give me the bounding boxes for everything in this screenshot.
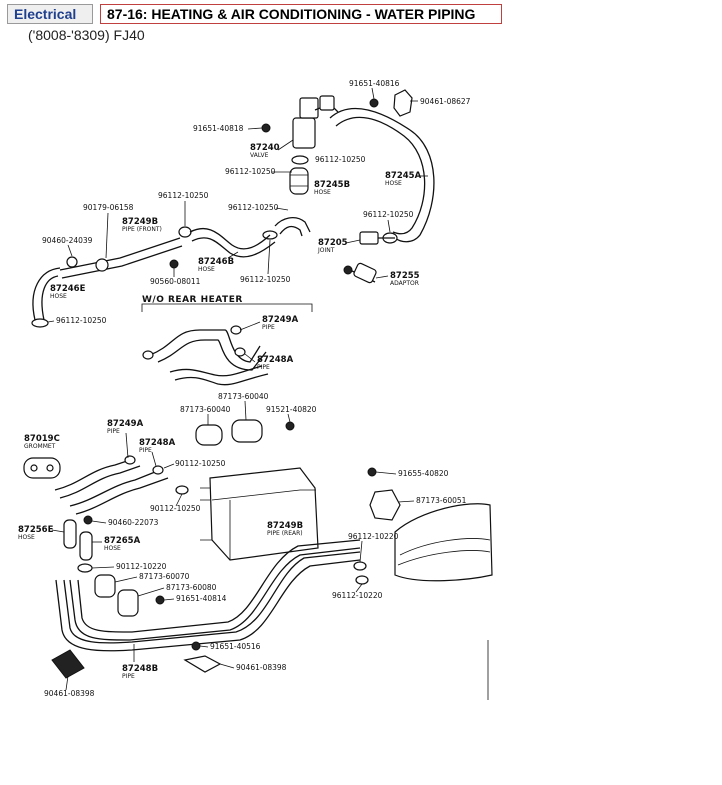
label-87248A-norear-desc: PIPE [257, 364, 270, 371]
label-90112-10250-a: 90112-10250 [175, 459, 226, 468]
label-87248A-rear-desc: PIPE [139, 447, 152, 454]
label-91651-40818: 91651-40818 [193, 124, 244, 133]
label-87019C: 87019C [24, 434, 60, 444]
tab-heating-water-piping[interactable]: 87-16: HEATING & AIR CONDITIONING - WATE… [100, 4, 502, 24]
label-87249B-rear-desc: PIPE (REAR) [267, 530, 303, 537]
label-87245A: 87245A [385, 171, 422, 181]
label-87249A-norear: 87249A [262, 315, 299, 325]
label-96112-10250-d: 96112-10250 [228, 203, 279, 212]
label-87249A-norear-desc: PIPE [262, 324, 275, 331]
label-87248A-norear: 87248A [257, 355, 294, 365]
label-96112-10250-a: 96112-10250 [315, 155, 366, 164]
tab-bar: Electrical 87-16: HEATING & AIR CONDITIO… [0, 0, 722, 26]
model-range-subtitle: ('8008-'8309) FJ40 [28, 27, 145, 43]
front-hose-assembly [31, 89, 435, 328]
label-96112-10220-a: 96112-10220 [348, 532, 399, 541]
label-91651-40814: 91651-40814 [176, 594, 227, 603]
label-87245B: 87245B [314, 180, 350, 190]
label-90112-10220: 90112-10220 [116, 562, 167, 571]
label-87255-desc: ADAPTOR [390, 280, 419, 287]
label-96112-10250-g: 96112-10250 [56, 316, 107, 325]
label-87245A-desc: HOSE [385, 180, 402, 187]
label-87245B-desc: HOSE [314, 189, 331, 196]
label-90460-22073: 90460-22073 [108, 518, 159, 527]
label-87249B-front: 87249B [122, 217, 158, 227]
label-87173-60040-b: 87173-60040 [180, 405, 231, 414]
label-90179-06158: 90179-06158 [83, 203, 134, 212]
label-96112-10250-e: 96112-10250 [363, 210, 414, 219]
label-87248B-desc: PIPE [122, 673, 135, 680]
label-87255: 87255 [390, 271, 420, 281]
label-87246E: 87246E [50, 284, 86, 294]
label-91655-40820: 91655-40820 [398, 469, 449, 478]
label-87249A-rear-desc: PIPE [107, 428, 120, 435]
label-87256E: 87256E [18, 525, 54, 535]
label-90461-08398-left: 90461-08398 [44, 689, 95, 698]
label-87248A-rear: 87248A [139, 438, 176, 448]
label-87265A: 87265A [104, 536, 141, 546]
label-90112-10250-b: 90112-10250 [150, 504, 201, 513]
tab-electrical[interactable]: Electrical [7, 4, 93, 24]
label-96112-10250-f: 96112-10250 [240, 275, 291, 284]
label-87246B-desc: HOSE [198, 266, 215, 273]
label-91651-40816: 91651-40816 [349, 79, 400, 88]
label-91521-40820: 91521-40820 [266, 405, 317, 414]
label-91651-40516: 91651-40516 [210, 642, 261, 651]
section-header-without-rear-heater: W/O REAR HEATER [142, 295, 243, 305]
label-87240: 87240 [250, 143, 280, 153]
label-87173-60070: 87173-60070 [139, 572, 190, 581]
label-87019C-desc: GROMMET [24, 443, 56, 450]
label-87246E-desc: HOSE [50, 293, 67, 300]
label-90461-08398-right: 90461-08398 [236, 663, 287, 672]
label-90461-08627: 90461-08627 [420, 97, 471, 106]
label-87240-desc: VALVE [250, 152, 269, 159]
label-87249B-rear: 87249B [267, 521, 303, 531]
label-87173-60080: 87173-60080 [166, 583, 217, 592]
label-87248B: 87248B [122, 664, 158, 674]
label-87173-60040-a: 87173-60040 [218, 392, 269, 401]
label-87205-desc: JOINT [317, 247, 335, 254]
label-87173-60051: 87173-60051 [416, 496, 467, 505]
label-87249A-rear: 87249A [107, 419, 144, 429]
label-96112-10220-b: 96112-10220 [332, 591, 383, 600]
label-90460-24039: 90460-24039 [42, 236, 93, 245]
rear-heater-assembly [23, 419, 493, 700]
label-87256E-desc: HOSE [18, 534, 35, 541]
label-87246B: 87246B [198, 257, 234, 267]
label-87205: 87205 [318, 238, 348, 248]
label-87265A-desc: HOSE [104, 545, 121, 552]
without-rear-heater-section [141, 303, 313, 386]
part-labels: 91651-40816 90461-08627 91651-40818 8724… [18, 79, 471, 698]
label-96112-10250-c: 96112-10250 [158, 191, 209, 200]
label-90560-08011: 90560-08011 [150, 277, 201, 286]
label-96112-10250-b: 96112-10250 [225, 167, 276, 176]
label-87249B-front-desc: PIPE (FRONT) [122, 226, 162, 233]
